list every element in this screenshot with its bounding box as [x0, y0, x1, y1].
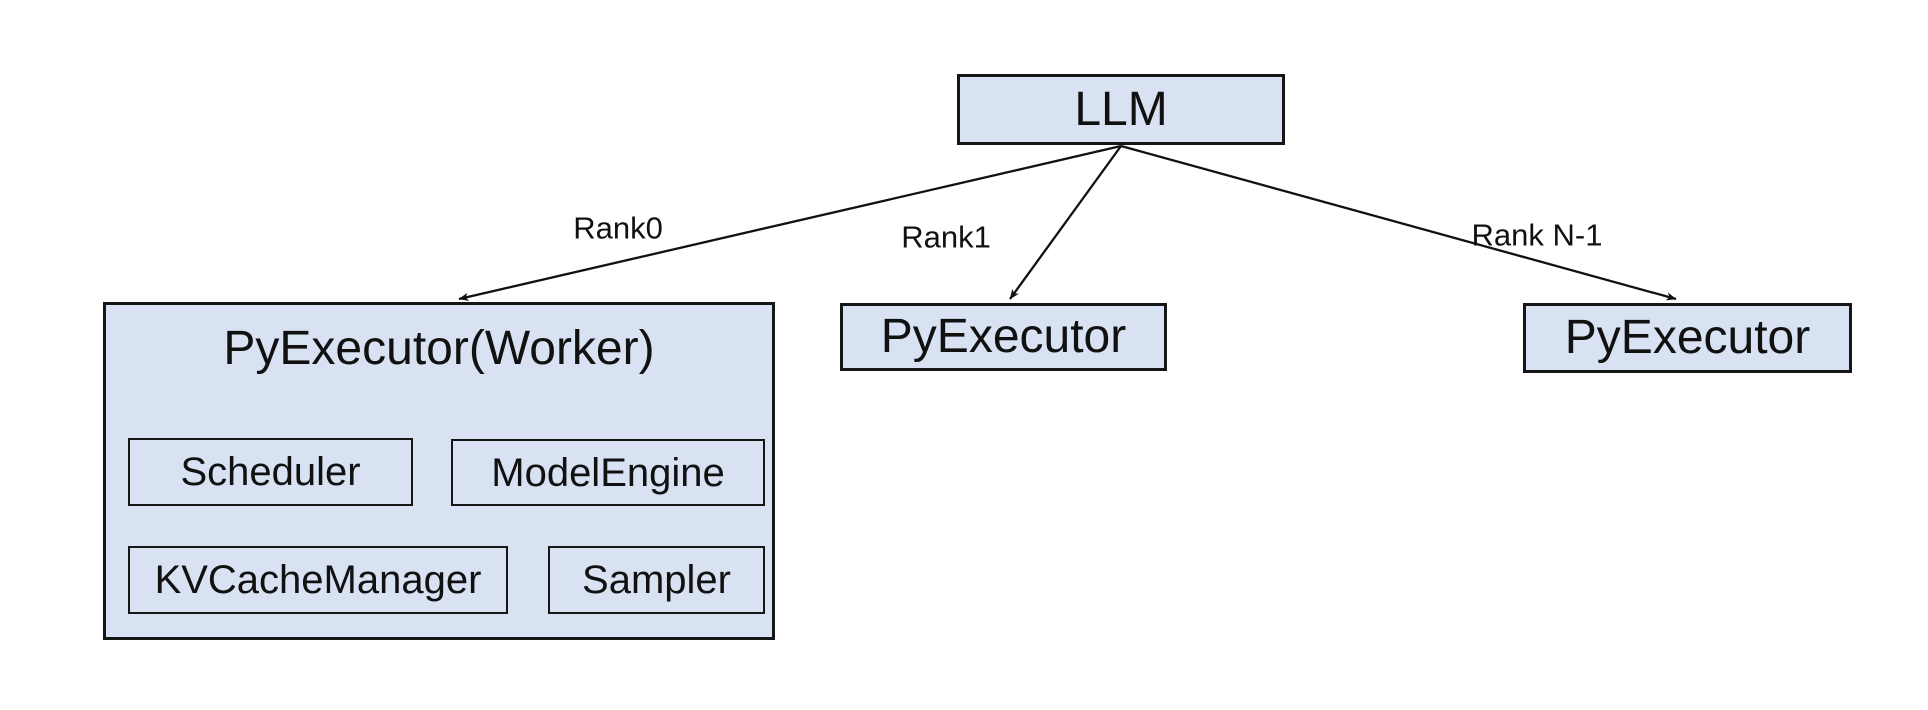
edge-label-rank-n-1: Rank N-1	[1471, 217, 1603, 253]
edge-llm-to-executor-right	[1120, 144, 1677, 301]
pyexecutor-rank-n-1-node: PyExecutor	[1523, 303, 1852, 373]
scheduler-label: Scheduler	[180, 450, 361, 494]
sampler-label: Sampler	[582, 558, 731, 602]
sampler-node: Sampler	[548, 546, 765, 614]
modelengine-label: ModelEngine	[491, 450, 725, 495]
scheduler-node: Scheduler	[128, 438, 413, 506]
kvcachemanager-node: KVCacheManager	[128, 546, 508, 614]
pyexecutor-worker-node: PyExecutor(Worker) Scheduler ModelEngine…	[103, 302, 775, 640]
modelengine-node: ModelEngine	[451, 439, 765, 506]
edge-llm-to-worker	[458, 144, 1122, 301]
pyexecutor-worker-label: PyExecutor(Worker)	[223, 322, 655, 375]
edge-label-rank0: Rank0	[573, 210, 663, 246]
kvcachemanager-label: KVCacheManager	[154, 558, 482, 602]
pyexecutor-rank1-node: PyExecutor	[840, 303, 1167, 371]
edge-llm-to-executor-mid	[1009, 145, 1122, 300]
pyexecutor-rank-n-1-label: PyExecutor	[1564, 311, 1811, 364]
edge-label-rank1: Rank1	[901, 219, 991, 255]
pyexecutor-rank1-label: PyExecutor	[880, 310, 1127, 363]
llm-node-label: LLM	[1074, 82, 1168, 136]
llm-node: LLM	[957, 74, 1285, 145]
